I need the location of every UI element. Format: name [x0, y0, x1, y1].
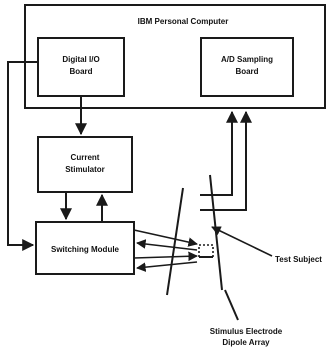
electrode-lead-left: [166, 187, 184, 296]
stimulator-label-line1: Current: [71, 153, 100, 162]
arrow-electrode-to-switch-4: [136, 261, 198, 272]
digital-io-label-line2: Board: [69, 67, 92, 76]
ad-board-label-line2: Board: [235, 67, 258, 76]
arrow-io-to-switching: [7, 61, 38, 251]
arrow-subject-to-ad-1: [200, 110, 238, 196]
ad-board-label-line1: A/D Sampling: [221, 55, 273, 64]
electrode-pointer: [224, 289, 239, 321]
test-subject-label: Test Subject: [275, 255, 322, 264]
digital-io-label-line1: Digital I/O: [62, 55, 99, 64]
stimulator-label-line2: Stimulator: [65, 165, 105, 174]
stimulator-box: [37, 136, 133, 193]
dipole-array-marker: [198, 244, 214, 258]
arrow-switch-to-electrode-1: [133, 229, 198, 247]
arrow-switch-to-electrode-3: [133, 251, 198, 262]
electrode-lead-right: [209, 174, 223, 291]
digital-io-box: [37, 37, 125, 97]
electrode-label-line2: Dipole Array: [222, 338, 270, 347]
electrode-label-line1: Stimulus Electrode: [210, 327, 283, 336]
arrow-subject-to-ad-2: [200, 110, 252, 211]
switching-module-box: [35, 221, 135, 275]
arrow-electrode-to-switch-2: [136, 239, 198, 251]
switching-module-label: Switching Module: [51, 245, 120, 254]
pc-title: IBM Personal Computer: [138, 17, 229, 26]
test-subject-pointer: [211, 226, 273, 257]
ad-board-box: [200, 37, 294, 97]
